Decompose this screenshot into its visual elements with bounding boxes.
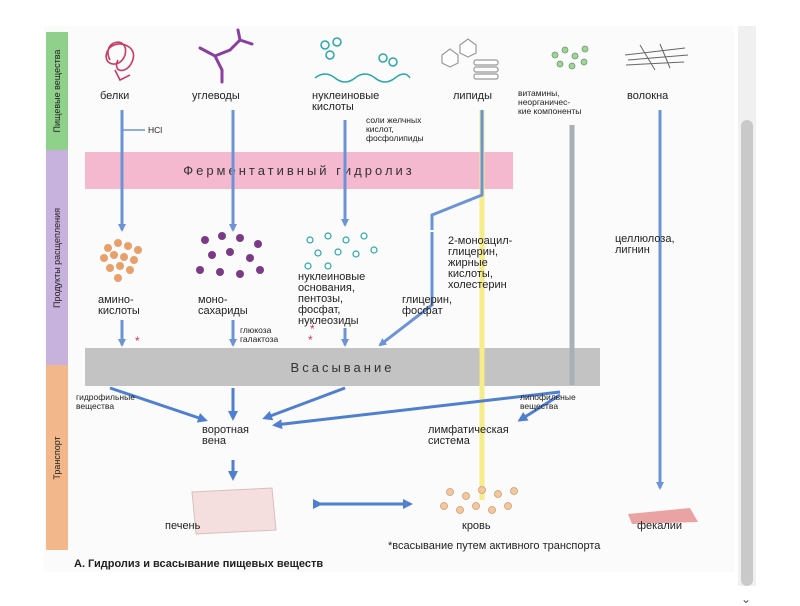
label-amino-acids: амино- кислоты xyxy=(98,294,140,317)
label-feces: фекалии xyxy=(637,520,683,532)
sidebar-section-products: Продукты расщепления xyxy=(46,150,68,365)
portal-arrow-right xyxy=(262,386,346,421)
liver-shape xyxy=(191,487,277,535)
label-lymphatic-system: лимфатическая система xyxy=(428,424,509,447)
fiber-icon xyxy=(624,43,689,71)
label-glucose-galactose: глюкоза галактоза xyxy=(240,325,279,344)
label-liver: печень xyxy=(165,520,201,532)
lipid-icon xyxy=(441,38,499,80)
label-carbohydrates: углеводы xyxy=(192,90,240,102)
label-nucleotides: нуклеиновые основания, пентозы, фосфат, … xyxy=(298,271,366,327)
glucose-asterisk: * xyxy=(310,322,315,336)
nucleic-acid-icon xyxy=(314,37,411,83)
label-glycerol: глицерин, фосфат xyxy=(402,294,453,317)
scrollbar-thumb[interactable] xyxy=(741,120,753,586)
hydrolysis-band: Ферментативный гидролиз xyxy=(85,152,513,189)
label-hydrophilic: гидрофильные вещества xyxy=(76,392,135,411)
figure-frame xyxy=(44,26,734,572)
monosaccharides-icon xyxy=(196,232,264,278)
footnote-active-transport: *всасывание путем активного транспорта xyxy=(388,540,601,552)
protein-icon xyxy=(105,41,135,82)
label-lipophilic: липофильные вещества xyxy=(520,392,576,411)
label-nucleic-acids: нуклеиновые кислоты xyxy=(312,90,380,113)
blood-cells-icon xyxy=(440,486,518,514)
lipophilic-to-portal-arrow xyxy=(272,390,561,430)
feces-shape xyxy=(628,508,698,524)
glycerol-arrow xyxy=(378,232,434,347)
lipophilic-arrow xyxy=(517,393,561,422)
label-monosaccharides: моно- сахариды xyxy=(198,294,248,317)
galactose-asterisk: * xyxy=(308,333,313,347)
label-blood: кровь xyxy=(462,520,491,532)
hydrophilic-arrow xyxy=(109,386,208,423)
chevron-down-icon[interactable]: ⌄ xyxy=(741,592,752,606)
amino-acids-icon xyxy=(100,239,142,282)
vitamins-icon xyxy=(551,45,589,70)
label-lipids: липиды xyxy=(453,90,492,102)
sidebar-section-nutrients: Пищевые вещества xyxy=(46,32,68,150)
label-portal-vein: воротная вена xyxy=(202,424,250,447)
nucleotides-icon xyxy=(304,232,378,270)
lipid-branch-arrow xyxy=(430,150,484,230)
label-hcl: HCl xyxy=(148,125,163,135)
label-vitamins: витамины, неорганичес- кие компоненты xyxy=(518,88,582,116)
label-proteins: белки xyxy=(100,90,130,102)
carbohydrate-icon xyxy=(198,28,254,84)
label-monoacylglycerol: 2-моноацил- глицерин, жирные кислоты, хо… xyxy=(448,235,513,291)
amino-asterisk: * xyxy=(135,334,140,348)
label-bile-salts: соли желчных кислот, фосфолипиды xyxy=(366,115,424,143)
figure-caption: A. Гидролиз и всасывание пищевых веществ xyxy=(74,558,324,570)
label-cellulose: целлюлоза, лигнин xyxy=(615,233,675,256)
absorption-band: Всасывание xyxy=(85,348,600,386)
label-fibers: волокна xyxy=(627,90,669,102)
vertical-scrollbar[interactable]: ⌄ xyxy=(738,26,756,606)
sidebar-section-transport: Транспорт xyxy=(46,365,68,550)
